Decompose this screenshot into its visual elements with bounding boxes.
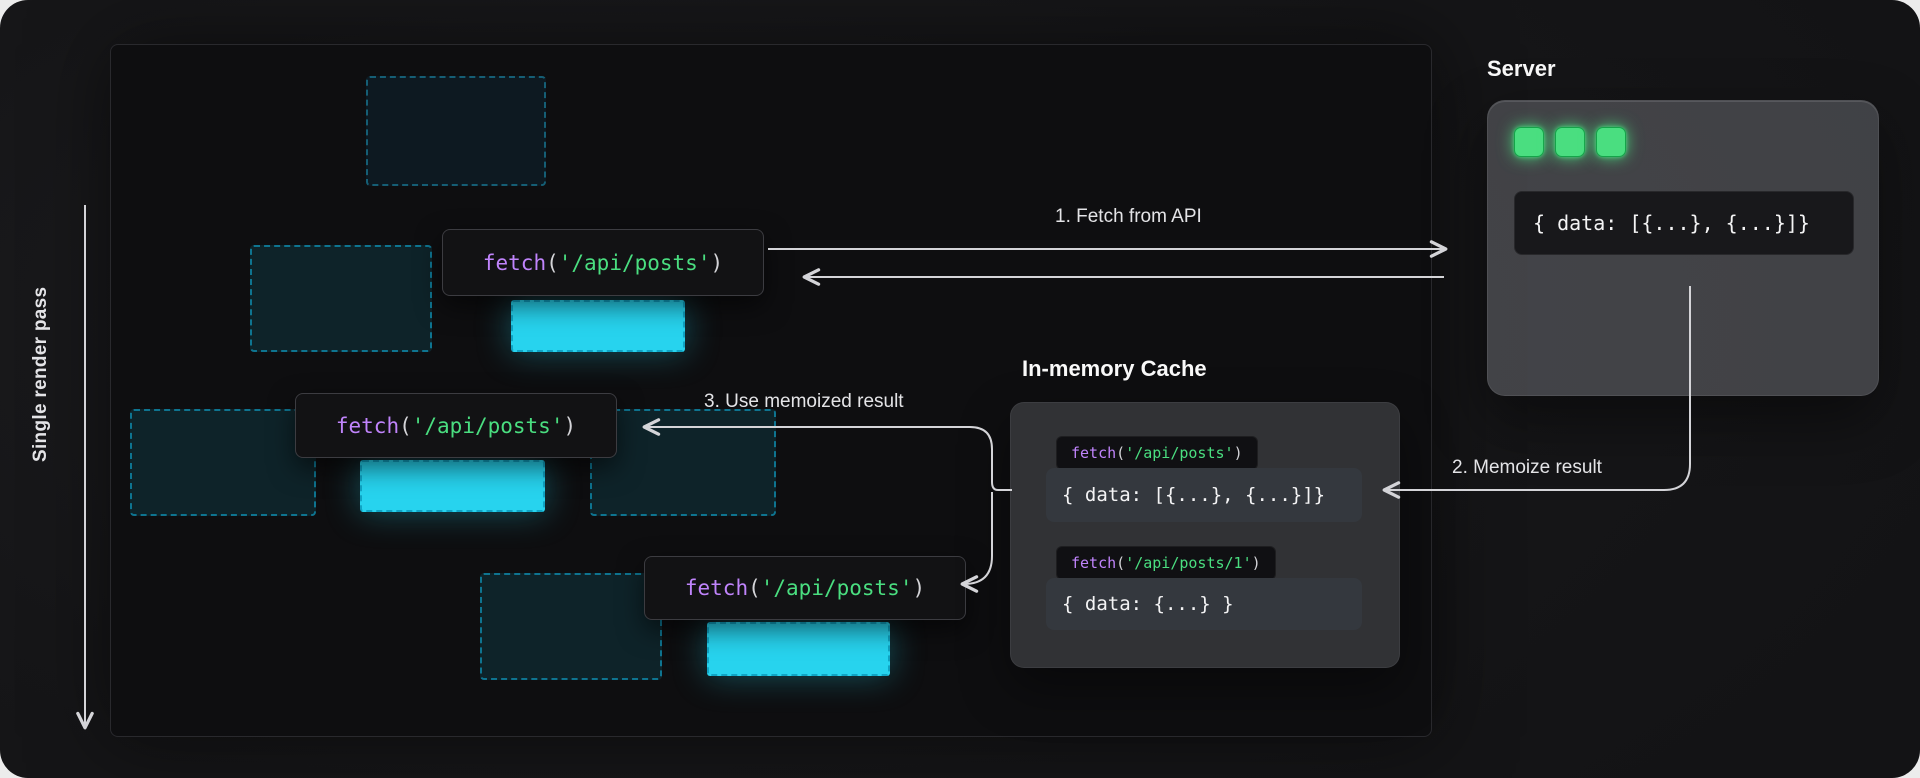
code-paren-close: ) xyxy=(1233,444,1243,462)
server-led-icon xyxy=(1555,127,1585,157)
code-function: fetch xyxy=(482,250,547,275)
component-placeholder xyxy=(250,245,432,352)
step-2-label: 2. Memoize result xyxy=(1452,457,1602,478)
code-paren-open: ( xyxy=(748,576,761,600)
fetch-call-box-2: fetch('/api/posts') xyxy=(295,393,617,458)
code-string: '/api/posts/1' xyxy=(1125,554,1252,572)
component-placeholder xyxy=(590,409,776,516)
step-3-label: 3. Use memoized result xyxy=(704,391,904,412)
cache-key-2: fetch('/api/posts/1') xyxy=(1056,546,1276,580)
code-paren-close: ) xyxy=(563,413,577,438)
code-paren-open: ( xyxy=(1116,444,1126,462)
code-string: '/api/posts' xyxy=(1125,444,1234,462)
code-string: '/api/posts' xyxy=(558,250,711,275)
fetch-call-box-1: fetch('/api/posts') xyxy=(442,229,764,296)
rendered-component xyxy=(360,460,545,512)
server-title: Server xyxy=(1487,56,1556,81)
code-string: '/api/posts' xyxy=(760,576,913,600)
rendered-component xyxy=(707,622,890,676)
code-paren-open: ( xyxy=(399,413,412,438)
cache-value-1: { data: [{...}, {...}]} xyxy=(1046,468,1362,522)
single-render-pass-label: Single render pass xyxy=(30,286,51,462)
code-function: fetch xyxy=(1071,444,1117,462)
component-placeholder xyxy=(366,76,546,186)
code-function: fetch xyxy=(335,413,400,438)
cache-key-1: fetch('/api/posts') xyxy=(1056,436,1258,470)
component-placeholder xyxy=(130,409,316,516)
code-function: fetch xyxy=(1071,554,1117,572)
cache-value-2: { data: {...} } xyxy=(1046,578,1362,630)
code-paren-close: ) xyxy=(1251,554,1261,572)
fetch-call-box-3: fetch('/api/posts') xyxy=(644,556,966,620)
server-response: { data: [{...}, {...}]} xyxy=(1514,191,1854,255)
code-paren-open: ( xyxy=(546,250,559,275)
server-card: { data: [{...}, {...}]} xyxy=(1487,100,1879,396)
step-1-label: 1. Fetch from API xyxy=(1055,206,1202,227)
component-placeholder xyxy=(480,573,662,680)
cache-title: In-memory Cache xyxy=(1022,356,1207,381)
server-led-icon xyxy=(1514,127,1544,157)
code-string: '/api/posts' xyxy=(411,413,564,438)
code-paren-open: ( xyxy=(1116,554,1126,572)
code-function: fetch xyxy=(684,576,749,600)
server-leds xyxy=(1514,127,1626,157)
code-paren-close: ) xyxy=(912,576,926,600)
code-paren-close: ) xyxy=(710,250,724,275)
rendered-component xyxy=(511,300,685,352)
server-led-icon xyxy=(1596,127,1626,157)
